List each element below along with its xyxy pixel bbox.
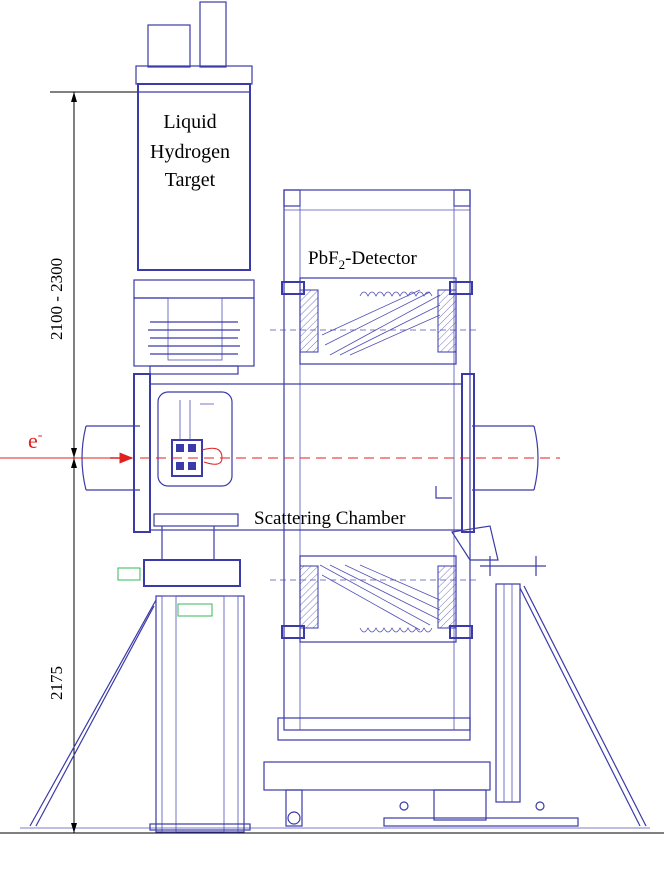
detector-label: PbF2-Detector [308, 248, 418, 272]
dimension-lines [50, 91, 140, 833]
target-label-line1: Liquid [163, 111, 216, 133]
detector-label-suffix: -Detector [345, 248, 417, 269]
dimension-lower-label: 2175 [47, 666, 66, 700]
beam-label-superscript: - [38, 428, 43, 443]
base-platform [263, 717, 579, 827]
target-label-line2: Hydrogen [150, 141, 230, 163]
left-support-stand [29, 513, 251, 833]
beam-label-main: e [28, 428, 38, 453]
dimension-upper-label: 2100 - 2300 [47, 258, 66, 340]
lower-detector-module [270, 525, 499, 643]
beam-label: e- [28, 428, 43, 453]
right-support-stand [399, 556, 647, 827]
bellows [148, 321, 240, 355]
detector-label-main: PbF [308, 248, 339, 269]
upper-detector-module [270, 277, 480, 365]
floor [0, 827, 664, 834]
detector-label-subscript: 2 [339, 257, 346, 272]
liquid-hydrogen-target [133, 1, 255, 375]
chamber-label: Scattering Chamber [254, 508, 406, 529]
target-label-line3: Target [165, 169, 216, 191]
detector-frame [283, 189, 471, 731]
